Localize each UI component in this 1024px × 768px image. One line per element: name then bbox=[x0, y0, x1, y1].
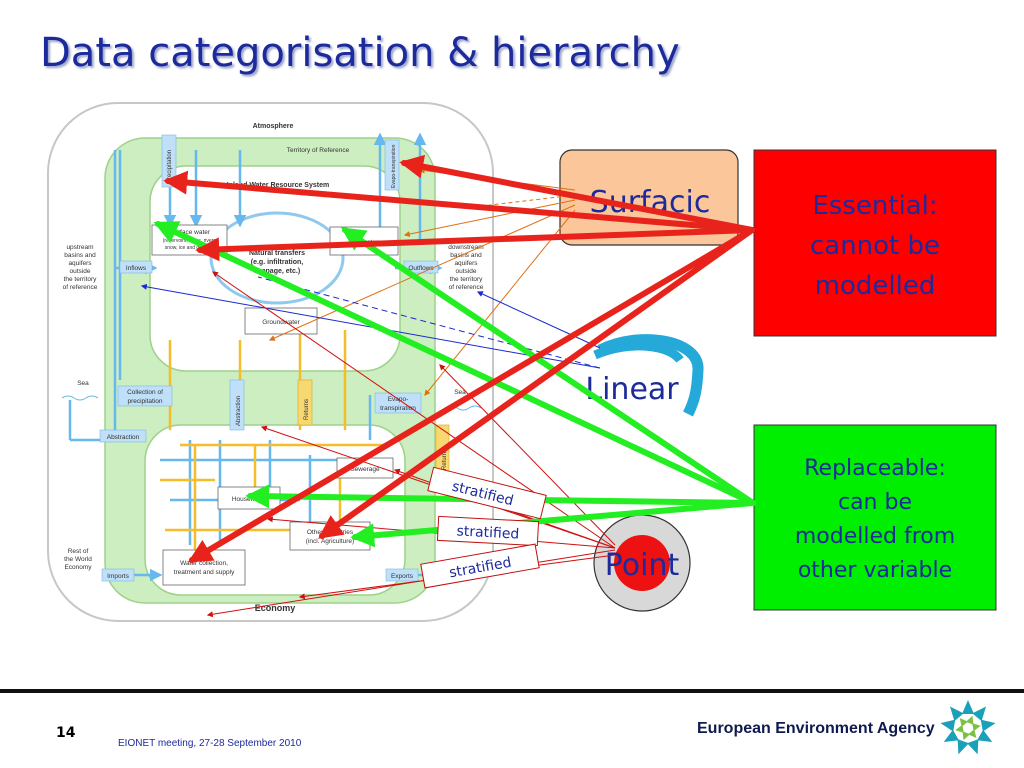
stratified-label-2: stratified bbox=[456, 523, 520, 542]
blue-arrow-3 bbox=[476, 291, 601, 349]
natural-transfers-sub1: (e.g. infiltration, bbox=[251, 259, 304, 266]
linear-squiggle-icon bbox=[597, 334, 704, 417]
red-arrow-water-collection bbox=[187, 227, 755, 563]
collection-sub: precipitation bbox=[127, 398, 162, 405]
inflows-box bbox=[119, 260, 153, 274]
stratified-tag-3: stratified bbox=[420, 543, 540, 589]
svg-text:basins and: basins and bbox=[64, 252, 96, 259]
imports-box bbox=[101, 568, 135, 582]
evapo-mid-box bbox=[374, 392, 422, 414]
thin-arrows bbox=[140, 167, 616, 618]
economy-label: Economy bbox=[255, 603, 296, 613]
groundwater-label: Groundwater bbox=[262, 319, 300, 326]
replaceable-line-4: other variable bbox=[798, 558, 952, 583]
replaceable-line-1: Replaceable: bbox=[804, 456, 946, 481]
precipitation-label: Precipitation bbox=[167, 150, 173, 183]
footer-meeting-text: EIONET meeting, 27-28 September 2010 bbox=[118, 738, 302, 749]
component-boxes: Surface water (reservoirs, lakes, rivers… bbox=[61, 134, 484, 586]
sea-right-label: Sea bbox=[454, 389, 466, 396]
green-arrow-soil-water bbox=[341, 227, 756, 506]
natural-transfers-sub2: seepage, etc.) bbox=[254, 268, 300, 275]
abstraction-left-box bbox=[99, 429, 147, 443]
sewerage-label: Sewerage bbox=[350, 466, 380, 473]
svg-text:outside: outside bbox=[456, 268, 477, 275]
sea-left-waves bbox=[61, 395, 99, 401]
eea-logo bbox=[940, 700, 996, 755]
evapo-top-box bbox=[384, 139, 400, 191]
sea-left-label: Sea bbox=[77, 380, 89, 387]
abstraction-mid-label: Abstraction bbox=[236, 396, 242, 426]
svg-text:Rest of: Rest of bbox=[68, 548, 89, 555]
slide-number: 14 bbox=[56, 725, 76, 741]
red-arrow-industries bbox=[318, 227, 755, 539]
evapo-top-label: Evapo-transpiration bbox=[391, 144, 397, 188]
svg-text:of reference: of reference bbox=[63, 284, 98, 291]
green-arrow-industries bbox=[350, 500, 756, 548]
water-collection-label: Water collection, bbox=[180, 560, 228, 567]
red-arrows bbox=[163, 154, 755, 563]
point-dot bbox=[614, 535, 670, 591]
groundwater-box bbox=[244, 307, 318, 335]
collection-box bbox=[117, 385, 173, 407]
red-arrow-precipitation bbox=[163, 170, 755, 233]
inland-system-label: Inland Water Resource System bbox=[227, 182, 329, 189]
svg-text:aquifers: aquifers bbox=[68, 260, 92, 267]
svg-text:downstream: downstream bbox=[448, 244, 483, 251]
point-label: Point bbox=[605, 548, 680, 583]
orange-arrow-3 bbox=[268, 204, 576, 341]
essential-line-1: Essential: bbox=[812, 191, 937, 221]
slide-title: Data categorisation & hierarchy bbox=[40, 30, 680, 76]
other-industries-sub: (incl. Agriculture) bbox=[306, 538, 354, 545]
rest-of-world-label: Rest of the World Economy bbox=[64, 548, 92, 571]
abstraction-mid-box bbox=[229, 379, 245, 431]
svg-text:the territory: the territory bbox=[64, 276, 98, 283]
replaceable-line-2: can be bbox=[838, 490, 912, 515]
returns-mid-box bbox=[297, 379, 313, 426]
natural-transfers-label: Natural transfers bbox=[249, 250, 305, 257]
water-collection-sub: treatment and supply bbox=[174, 569, 235, 576]
exports-label: Exports bbox=[391, 573, 414, 580]
stratified-tag-2: stratified bbox=[436, 515, 540, 547]
red-arrow-surface-water bbox=[195, 227, 755, 262]
returns-right-label: Returns bbox=[442, 449, 448, 470]
water-system-diagram: Atmosphere Territory of Reference Inland… bbox=[47, 102, 494, 622]
inflows-label: Inflows bbox=[126, 265, 147, 272]
red-arrow-evapo bbox=[399, 154, 755, 233]
svg-text:of reference: of reference bbox=[449, 284, 484, 291]
blue-arrow-2 bbox=[257, 276, 601, 369]
linear-squiggle-icon-2 bbox=[593, 341, 684, 364]
essential-box bbox=[753, 149, 997, 337]
collection-label: Collection of bbox=[127, 389, 163, 396]
orange-arrow-2 bbox=[403, 199, 576, 237]
territory-label: Territory of Reference bbox=[287, 147, 350, 154]
replaceable-box bbox=[753, 424, 997, 611]
outflows-label: Outflows bbox=[408, 265, 434, 272]
essential-line-3: modelled bbox=[815, 271, 936, 301]
replaceable-line-3: modelled from bbox=[795, 524, 955, 549]
imports-label: Imports bbox=[107, 573, 129, 580]
agency-name: European Environment Agency bbox=[697, 720, 935, 737]
green-arrow-surface-water bbox=[153, 221, 756, 506]
footer-divider bbox=[0, 689, 1024, 693]
exports-box bbox=[385, 568, 419, 582]
svg-text:aquifers: aquifers bbox=[454, 260, 478, 267]
returns-mid-label: Returns bbox=[304, 399, 310, 420]
downstream-label: downstream basins and aquifers outside t… bbox=[448, 244, 483, 291]
surface-water-sub2: snow, ice and glaciers) bbox=[165, 245, 216, 251]
svg-text:the territory: the territory bbox=[450, 276, 484, 283]
svg-text:the World: the World bbox=[64, 556, 92, 563]
surface-water-label: Surface water bbox=[170, 229, 211, 236]
svg-text:outside: outside bbox=[70, 268, 91, 275]
upstream-label: upstream basins and aquifers outside the… bbox=[63, 244, 98, 291]
atmosphere-label: Atmosphere bbox=[253, 123, 294, 130]
svg-text:upstream: upstream bbox=[66, 244, 93, 251]
essential-line-2: cannot be bbox=[810, 231, 940, 261]
svg-text:Economy: Economy bbox=[64, 564, 92, 571]
svg-text:basins and: basins and bbox=[450, 252, 482, 259]
abstraction-left-label: Abstraction bbox=[107, 434, 140, 441]
evapo-mid-sub: transpiration bbox=[380, 405, 416, 412]
